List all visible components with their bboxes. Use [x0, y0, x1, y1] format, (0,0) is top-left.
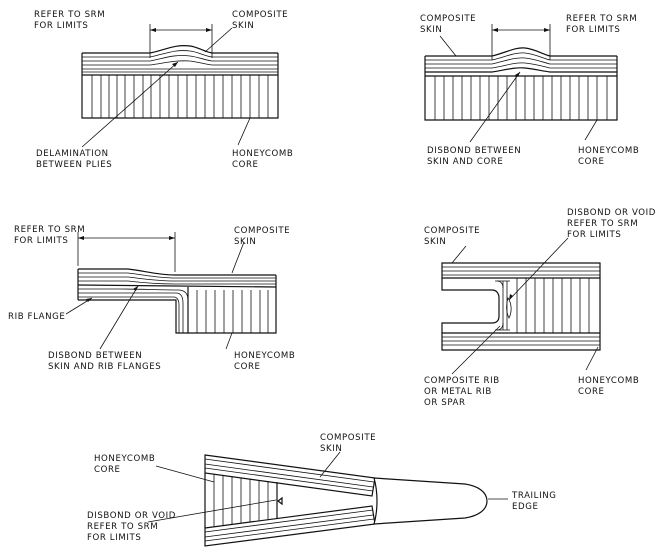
figure-trailing-edge: HONEYCOMB CORE COMPOSITE SKIN DISBOND OR… — [87, 433, 557, 547]
rib-label-line1: COMPOSITE RIB — [424, 376, 500, 386]
core-label-line2: CORE — [578, 157, 605, 167]
flange-label: RIB FLANGE — [8, 312, 65, 322]
skin-label-line1: COMPOSITE — [420, 14, 476, 24]
core-leader — [155, 465, 215, 483]
defect-label-line1: DISBOND BETWEEN — [427, 146, 521, 156]
skin-label-line1: COMPOSITE — [320, 433, 376, 443]
upper-skin-plies — [441, 262, 601, 279]
defect-label-line2: SKIN AND RIB FLANGES — [48, 362, 161, 372]
disbond-leader — [99, 285, 139, 350]
core-label-line1: HONEYCOMB — [578, 376, 639, 386]
honeycomb-core — [187, 287, 277, 334]
honeycomb-core — [81, 75, 279, 119]
edge-label-line1: TRAILING — [511, 491, 557, 501]
skin-label-line1: COMPOSITE — [232, 10, 288, 20]
rib-flange-plies — [78, 288, 189, 334]
limits-label-line2: FOR LIMITS — [566, 25, 620, 35]
defect-label-line1: DELAMINATION — [36, 149, 109, 159]
core-label-line1: HONEYCOMB — [578, 146, 639, 156]
rib-channel — [441, 278, 510, 333]
rib-label-line3: OR SPAR — [424, 398, 466, 408]
lower-skin-plies — [441, 332, 601, 351]
skin-label-line2: SKIN — [320, 444, 342, 454]
core-label-line1: HONEYCOMB — [232, 149, 293, 159]
void-marker — [277, 496, 283, 506]
lower-skin-plies — [204, 505, 376, 547]
defect-label-line1: DISBOND OR VOID — [567, 208, 656, 218]
void-marker — [506, 297, 512, 319]
limits-label-line1: REFER TO SRM — [34, 10, 105, 20]
skin-leader — [204, 27, 233, 53]
limits-label-line1: REFER TO SRM — [566, 14, 637, 24]
composite-skin-plies — [77, 268, 277, 300]
limits-dimension — [77, 232, 176, 272]
core-label-line2: CORE — [234, 362, 261, 372]
core-label-line1: HONEYCOMB — [234, 351, 295, 361]
limits-label-line1: REFER TO SRM — [14, 225, 85, 235]
core-label-line2: CORE — [232, 160, 259, 170]
honeycomb-core — [516, 278, 601, 333]
skin-label-line1: COMPOSITE — [234, 226, 290, 236]
skin-label-line2: SKIN — [232, 21, 254, 31]
defect-label-line2: REFER TO SRM — [567, 219, 638, 229]
disbond-leader — [469, 71, 521, 143]
skin-leader — [231, 241, 245, 274]
limits-label-line2: FOR LIMITS — [34, 21, 88, 31]
skin-leader — [319, 451, 341, 478]
figure-rib-flange: REFER TO SRM FOR LIMITS COMPOSITE SKIN R… — [8, 225, 295, 372]
skin-label-line2: SKIN — [424, 237, 446, 247]
limits-dimension — [149, 24, 213, 58]
figure-disbond-skin-core: COMPOSITE SKIN REFER TO SRM FOR LIMITS D… — [420, 14, 639, 167]
limits-label-line2: FOR LIMITS — [14, 236, 68, 246]
honeycomb-core — [204, 473, 278, 528]
core-label-line1: HONEYCOMB — [94, 454, 155, 464]
skin-leader — [439, 35, 457, 57]
skin-label-line1: COMPOSITE — [424, 226, 480, 236]
defect-label-line3: FOR LIMITS — [87, 533, 141, 543]
figure-delamination: REFER TO SRM FOR LIMITS COMPOSITE SKIN D… — [34, 10, 293, 170]
defect-label-line1: DISBOND BETWEEN — [48, 351, 142, 361]
figure-rib-void: COMPOSITE SKIN DISBOND OR VOID REFER TO … — [424, 208, 656, 408]
trailing-edge-cap — [373, 477, 488, 525]
composite-skin-plies — [81, 45, 279, 76]
skin-label-line2: SKIN — [234, 237, 256, 247]
core-leader — [237, 117, 251, 146]
upper-skin-plies — [204, 454, 376, 497]
core-label-line2: CORE — [94, 465, 121, 475]
delamination-leader — [81, 61, 179, 148]
rib-leader — [451, 325, 501, 375]
defect-label-line1: DISBOND OR VOID — [87, 511, 176, 521]
skin-label-line2: SKIN — [420, 25, 442, 35]
defect-label-line3: FOR LIMITS — [567, 230, 621, 240]
core-leader — [585, 346, 599, 371]
honeycomb-core — [424, 76, 618, 121]
rib-label-line2: OR METAL RIB — [424, 387, 492, 397]
defect-label-line2: SKIN AND CORE — [427, 157, 503, 167]
core-leader — [584, 119, 598, 141]
defect-label-line2: REFER TO SRM — [87, 522, 158, 532]
edge-label-line2: EDGE — [512, 502, 539, 512]
core-leader — [225, 332, 233, 350]
composite-skin-plies — [424, 47, 618, 77]
defect-label-line2: BETWEEN PLIES — [36, 160, 112, 170]
void-leader — [508, 237, 569, 301]
core-label-line2: CORE — [578, 387, 605, 397]
skin-leader — [451, 245, 467, 264]
void-leader — [147, 499, 277, 523]
limits-dimension — [491, 24, 551, 60]
